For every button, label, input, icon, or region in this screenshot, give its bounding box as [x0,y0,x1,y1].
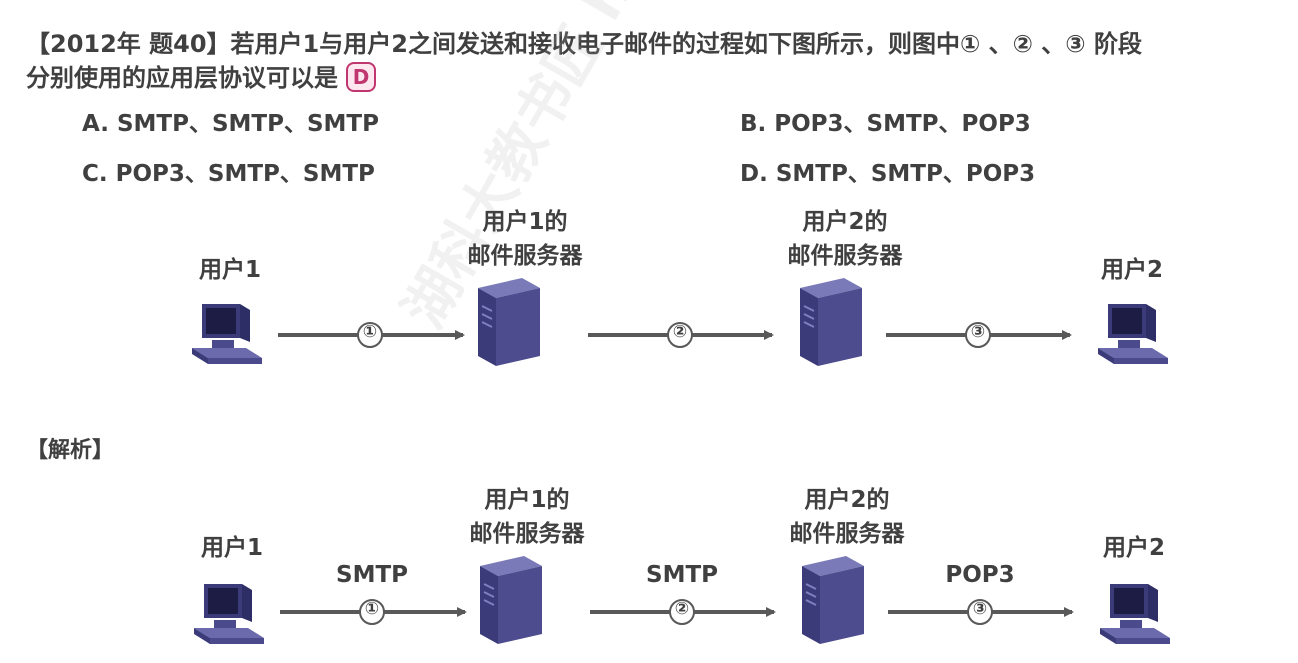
step-3-number-analysis: ③ [972,599,988,619]
protocol-step-3: POP3 [945,562,1015,588]
user1-label-analysis: 用户1 [200,535,263,561]
question-line-2-text: 分别使用的应用层协议可以是 [26,64,338,92]
server2-label-line1-analysis: 用户2的 [804,487,890,513]
protocol-step-1: SMTP [336,562,408,588]
option-c: C. POP3、SMTP、SMTP [82,161,375,187]
step-3-marker [965,322,991,348]
step-3-number: ③ [970,322,986,342]
user1-label: 用户1 [198,257,261,283]
server1-icon [477,277,541,367]
step-1-marker-analysis [359,599,385,625]
answer-badge: D [346,62,376,92]
step-1-number-analysis: ① [364,599,380,619]
server2-icon-analysis [801,555,865,645]
server2-label-line2: 邮件服务器 [787,243,903,269]
option-b: B. POP3、SMTP、POP3 [740,111,1031,137]
server1-label-line2: 邮件服务器 [467,243,583,269]
server1-icon-analysis [479,555,543,645]
step-1-number: ① [362,322,378,342]
step-2-number: ② [672,322,688,342]
server2-icon [799,277,863,367]
server1-label-line1-analysis: 用户1的 [484,487,570,513]
user2-computer-icon-analysis [1100,584,1170,644]
server1-label-line2-analysis: 邮件服务器 [469,521,585,547]
user2-label: 用户2 [1100,257,1163,283]
user1-computer-icon [192,304,262,364]
user2-label-analysis: 用户2 [1102,535,1165,561]
analysis-label: 【解析】 [26,438,115,463]
step-3-marker-analysis [967,599,993,625]
server1-label-line1: 用户1的 [482,209,568,235]
step-2-marker [667,322,693,348]
step-2-marker-analysis [669,599,695,625]
option-a: A. SMTP、SMTP、SMTP [82,111,379,137]
user1-computer-icon-analysis [194,584,264,644]
question-line-1: 【2012年 题40】若用户1与用户2之间发送和接收电子邮件的过程如下图所示，则… [26,30,1142,58]
protocol-step-2: SMTP [646,562,718,588]
step-1-marker [357,322,383,348]
server2-label-line2-analysis: 邮件服务器 [789,521,905,547]
step-2-number-analysis: ② [674,599,690,619]
user2-computer-icon [1098,304,1168,364]
question-line-2: 分别使用的应用层协议可以是 D [26,58,376,93]
server2-label-line1: 用户2的 [802,209,888,235]
option-d: D. SMTP、SMTP、POP3 [740,161,1036,187]
